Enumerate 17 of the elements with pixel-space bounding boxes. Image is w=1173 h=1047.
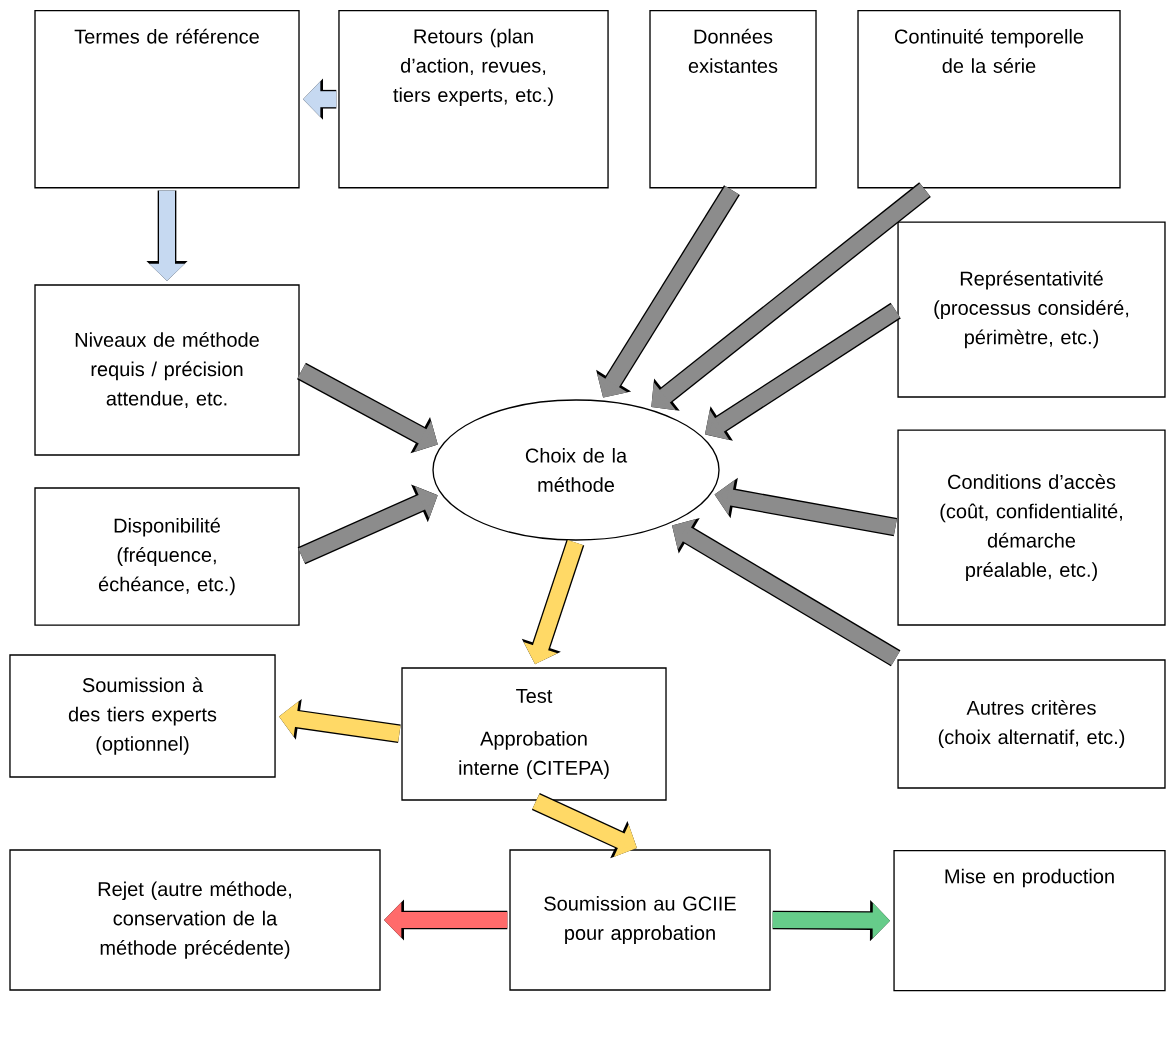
process-box: Disponibilité (fréquence, échéance, etc.): [34, 487, 300, 626]
process-box: Soumission au GCIIE pour approbation: [509, 849, 771, 991]
process-box: Autres critères (choix alternatif, etc.): [897, 659, 1166, 789]
process-box: Conditions d’accès (coût, confidentialité, démarche préalable, etc.): [897, 429, 1166, 626]
process-box: Soumission à des tiers experts (optionnel): [9, 654, 276, 778]
process-box: Niveaux de méthode requis / précision attendue, etc.: [34, 284, 300, 456]
process-box: Termes de référence: [34, 10, 300, 189]
block-arrow: [651, 182, 931, 411]
process-box: Retours (plan d’action, revues, tiers experts, etc.): [338, 10, 609, 189]
block-arrow: [297, 484, 438, 565]
process-box: Mise en production: [893, 850, 1166, 992]
process-box: Test Approbation interne (CITEPA): [401, 667, 667, 801]
process-box: Données existantes: [649, 10, 817, 189]
process-box: Représentativité (processus considéré, périmètre, etc.): [897, 221, 1166, 398]
block-arrow: [705, 302, 901, 441]
process-box: Continuité temporelle de la série: [857, 10, 1121, 189]
process-box: Rejet (autre méthode, conservation de la méthode précédente): [9, 849, 381, 991]
